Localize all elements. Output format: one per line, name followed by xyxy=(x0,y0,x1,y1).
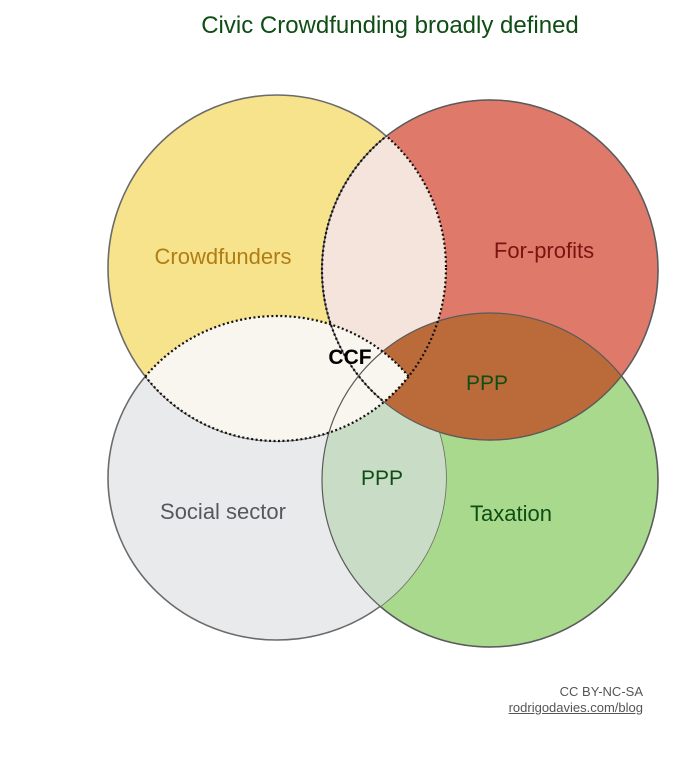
blog-link[interactable]: rodrigodavies.com/blog xyxy=(508,700,643,715)
ppp-top-label: PPP xyxy=(466,372,508,395)
ppp-top-region xyxy=(322,313,658,440)
ccf-region xyxy=(108,316,446,441)
crowdfunders-label: Crowdfunders xyxy=(155,244,292,269)
license-text: CC BY-NC-SA xyxy=(559,684,643,699)
diagram-title: Civic Crowdfunding broadly defined xyxy=(201,12,579,39)
social-sector-label: Social sector xyxy=(160,499,286,524)
ppp-bottom-label: PPP xyxy=(361,467,403,490)
taxation-label: Taxation xyxy=(470,501,552,526)
ccf-label: CCF xyxy=(328,346,371,369)
for-profits-label: For-profits xyxy=(494,238,594,263)
credit-block: CC BY-NC-SA rodrigodavies.com/blog xyxy=(509,684,643,716)
